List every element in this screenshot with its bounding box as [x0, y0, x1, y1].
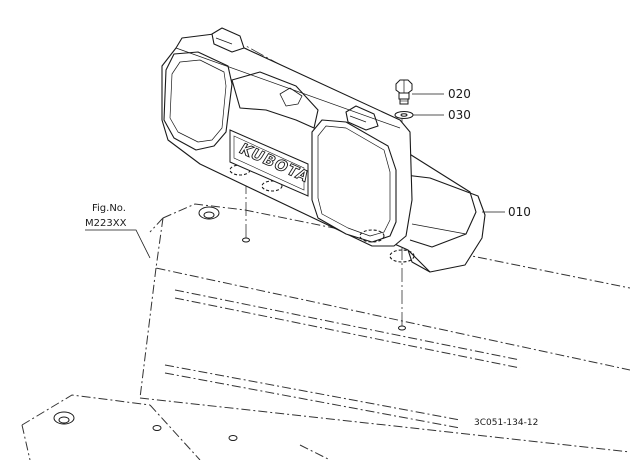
- machine-frame: [21, 203, 630, 460]
- fig-ref-label: Fig.No.: [92, 203, 126, 214]
- fig-ref-number: M223XX: [85, 218, 127, 229]
- drawing-number: 3C051-134-12: [474, 418, 538, 428]
- callout-leaders: [85, 93, 505, 259]
- callout-020: 020: [448, 87, 471, 101]
- frame-holes: [53, 206, 238, 441]
- callout-010: 010: [508, 205, 531, 219]
- tool-box: [161, 27, 486, 273]
- callout-030: 030: [448, 108, 471, 122]
- bolt: [395, 79, 413, 105]
- washer: [394, 111, 414, 119]
